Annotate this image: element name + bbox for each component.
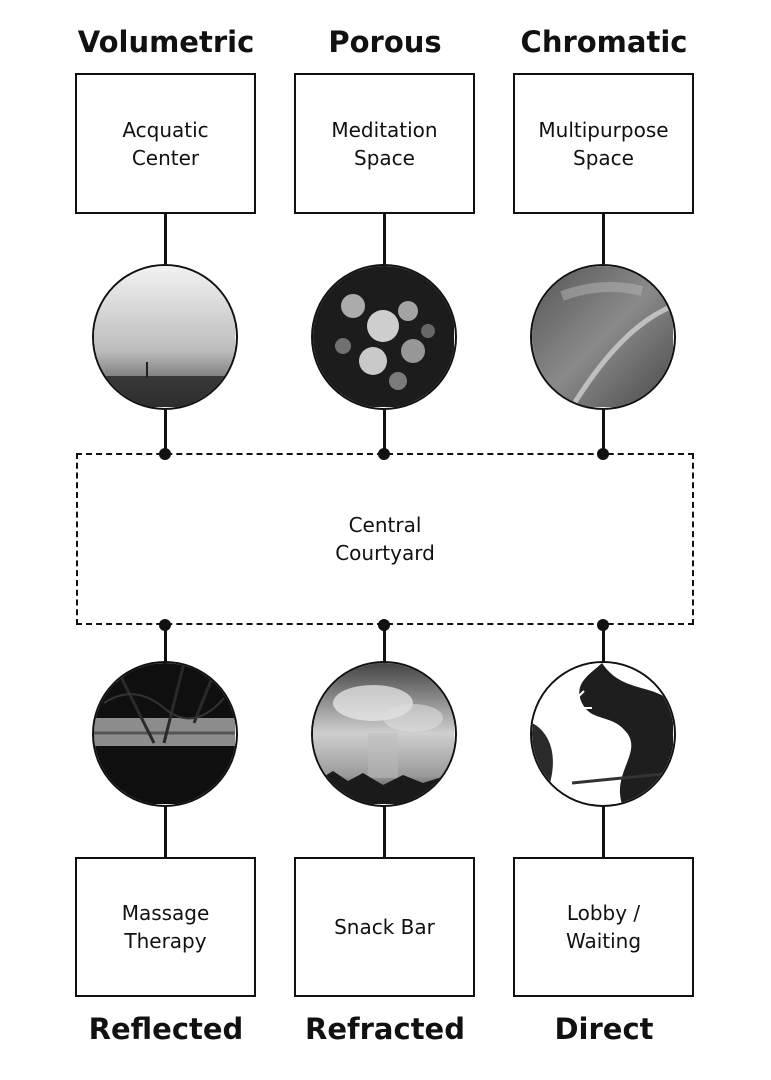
heading-porous: Porous (328, 25, 442, 59)
connector-dot (159, 619, 171, 631)
connector-line (383, 624, 386, 662)
box-acquatic-center: Acquatic Center (75, 73, 256, 214)
bokeh-foliage-photo (311, 264, 457, 410)
connector-line (383, 212, 386, 264)
connector-dot (597, 448, 609, 460)
connector-dot (378, 448, 390, 460)
connector-line (164, 806, 167, 858)
box-label: Acquatic Center (122, 117, 209, 170)
heading-chromatic: Chromatic (520, 25, 688, 59)
heading-direct: Direct (554, 1012, 654, 1046)
box-label: Meditation Space (331, 117, 438, 170)
box-snack-bar: Snack Bar (294, 857, 475, 997)
heading-refracted: Refracted (305, 1012, 465, 1046)
foggy-sea-photo (92, 264, 238, 410)
central-courtyard: Central Courtyard (76, 453, 694, 625)
connector-line (602, 212, 605, 264)
connector-line (602, 806, 605, 858)
storm-cloud-photo (311, 661, 457, 807)
reflected-trees-photo (92, 661, 238, 807)
connector-dot (159, 448, 171, 460)
connector-line (602, 624, 605, 662)
connector-dot (597, 619, 609, 631)
box-meditation-space: Meditation Space (294, 73, 475, 214)
box-massage-therapy: Massage Therapy (75, 857, 256, 997)
box-lobby-waiting: Lobby / Waiting (513, 857, 694, 997)
connector-line (164, 624, 167, 662)
box-multipurpose-space: Multipurpose Space (513, 73, 694, 214)
sun-through-leaves-photo (530, 661, 676, 807)
box-label: Snack Bar (334, 915, 435, 939)
heading-volumetric: Volumetric (77, 25, 255, 59)
courtyard-label: Central Courtyard (335, 513, 435, 565)
connector-line (164, 410, 167, 454)
box-label: Multipurpose Space (538, 117, 669, 170)
rainbow-sky-photo (530, 264, 676, 410)
connector-line (602, 410, 605, 454)
connector-dot (378, 619, 390, 631)
box-label: Lobby / Waiting (565, 901, 642, 953)
heading-reflected: Reflected (88, 1012, 244, 1046)
connector-line (383, 410, 386, 454)
connector-line (383, 806, 386, 858)
connector-line (164, 212, 167, 264)
box-label: Massage Therapy (121, 901, 210, 953)
